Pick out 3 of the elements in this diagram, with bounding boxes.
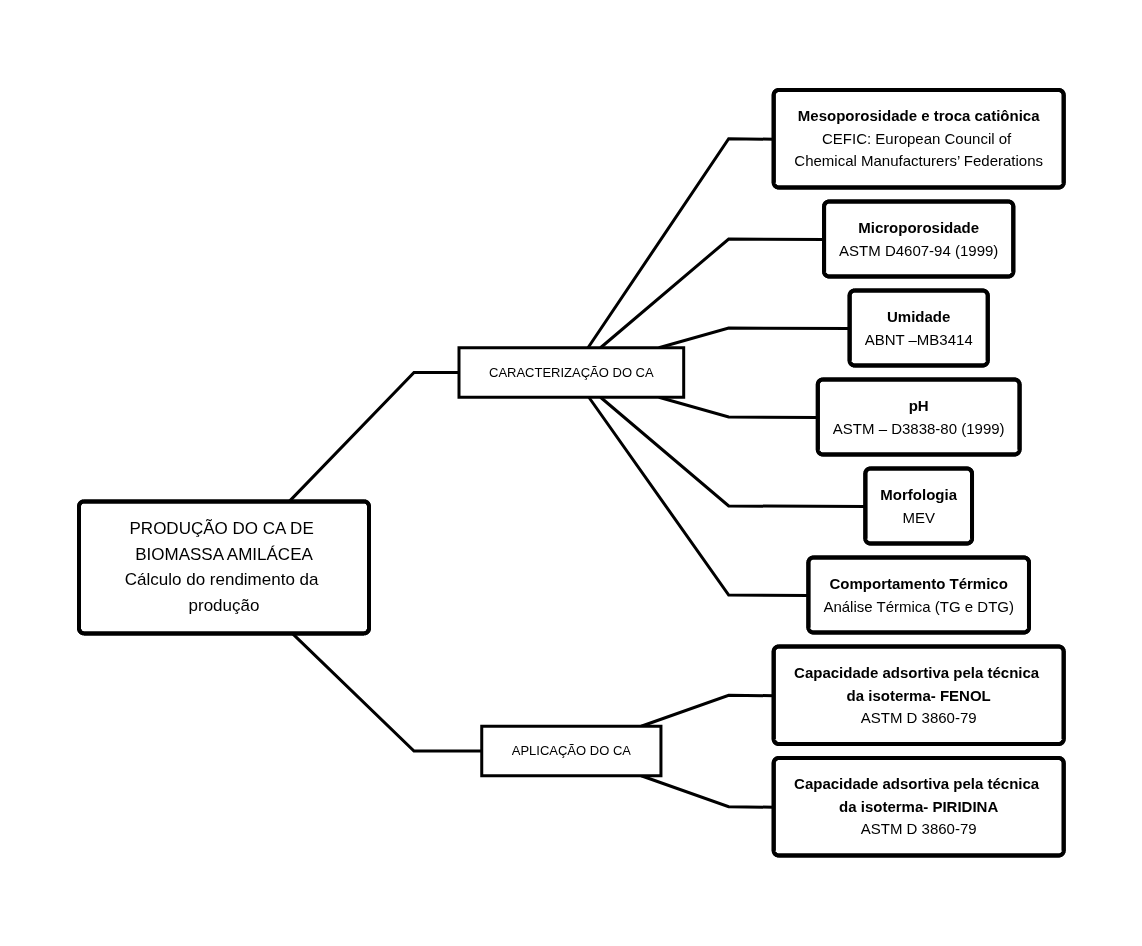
connector — [291, 633, 482, 753]
node-box: CARACTERIZAÇÃO DO CA — [457, 346, 685, 399]
node-box: APLICAÇÃO DO CA — [479, 725, 663, 778]
